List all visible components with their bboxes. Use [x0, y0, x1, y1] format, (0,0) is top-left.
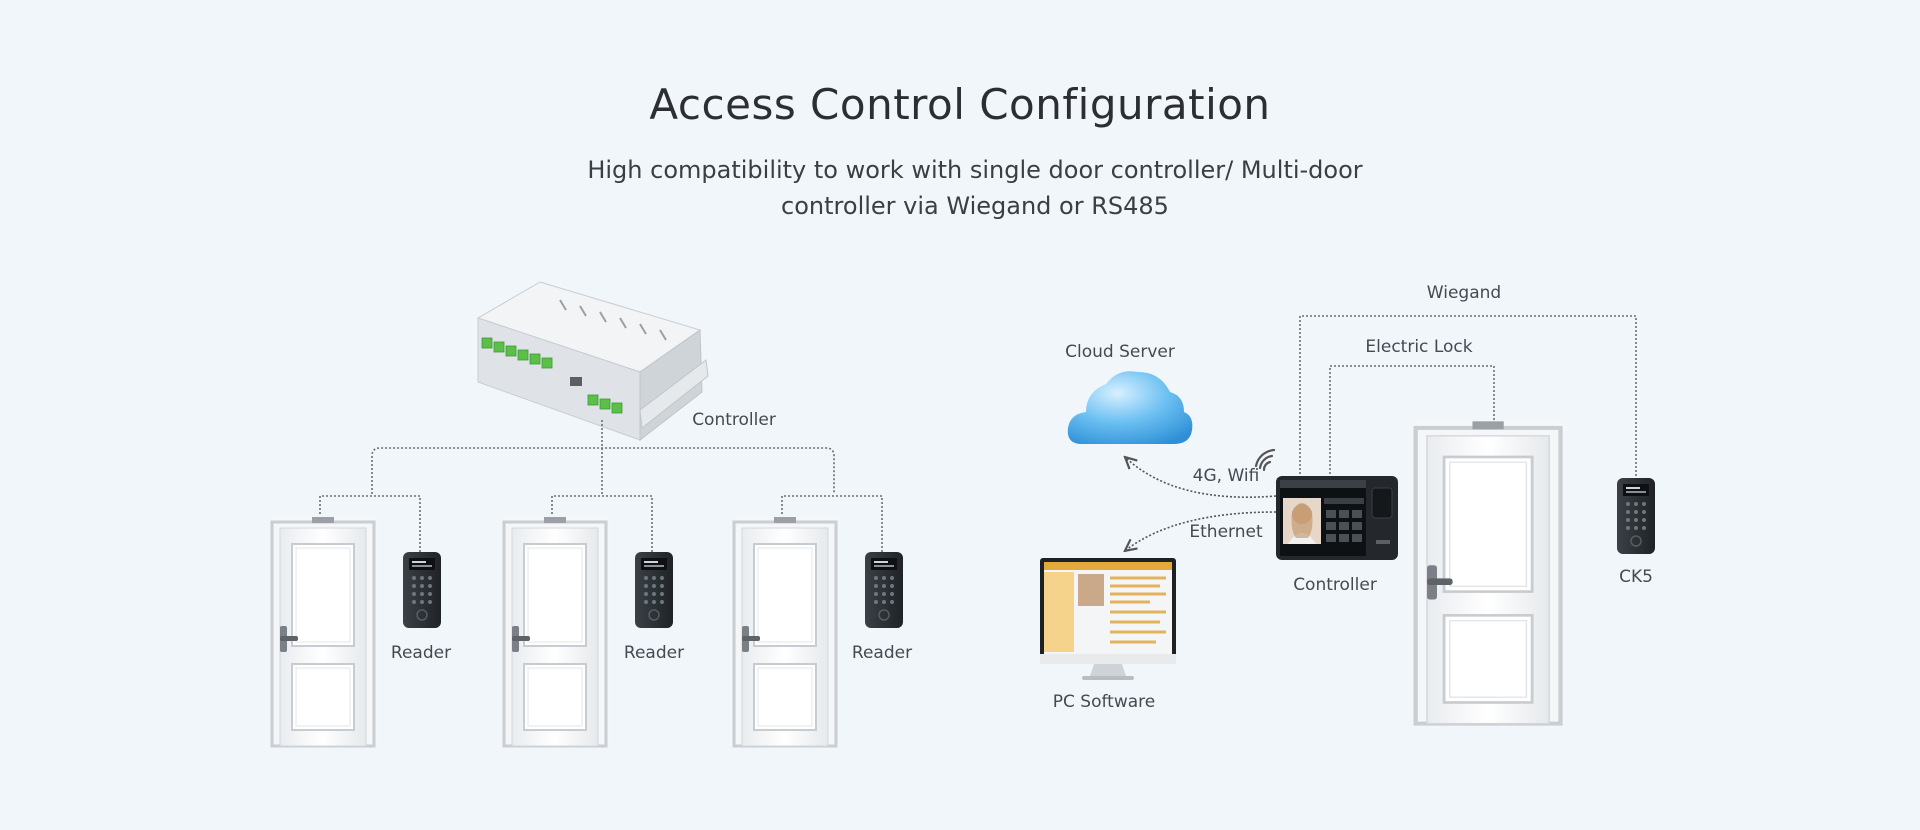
- page-title: Access Control Configuration: [649, 80, 1271, 129]
- reader-device-1: [402, 551, 442, 629]
- reader-label-1: Reader: [390, 643, 452, 663]
- right-wiring: [1299, 315, 1637, 480]
- door-1: [266, 514, 380, 748]
- wiegand-label: Wiegand: [1426, 283, 1502, 303]
- wifi-icon: [1254, 448, 1276, 472]
- right-controller-label: Controller: [1293, 575, 1377, 595]
- page-subtitle: High compatibility to work with single d…: [587, 156, 1363, 220]
- reader-label-3: Reader: [851, 643, 913, 663]
- cloud-server-label: Cloud Server: [1065, 342, 1175, 362]
- single-door: [1410, 420, 1566, 724]
- ck5-reader-device: [1616, 477, 1656, 555]
- cloud-icon: [1067, 371, 1193, 444]
- ethernet-link-label: Ethernet: [1189, 522, 1263, 542]
- network-links: [1126, 458, 1277, 550]
- ck5-label: CK5: [1619, 567, 1653, 587]
- electric-lock-label: Electric Lock: [1365, 337, 1473, 357]
- pc-monitor-icon: [1040, 558, 1176, 680]
- reader-label-2: Reader: [623, 643, 685, 663]
- pc-software-label: PC Software: [1052, 692, 1156, 712]
- reader-device-2: [634, 551, 674, 629]
- door-3: [728, 514, 842, 748]
- left-bus-wiring: [319, 420, 883, 552]
- reader-device-3: [864, 551, 904, 629]
- multi-door-controller: [476, 281, 709, 442]
- face-terminal-controller: [1276, 476, 1398, 560]
- left-controller-label: Controller: [692, 410, 776, 430]
- wireless-link-label: 4G, Wifi: [1192, 466, 1260, 486]
- door-2: [498, 514, 612, 748]
